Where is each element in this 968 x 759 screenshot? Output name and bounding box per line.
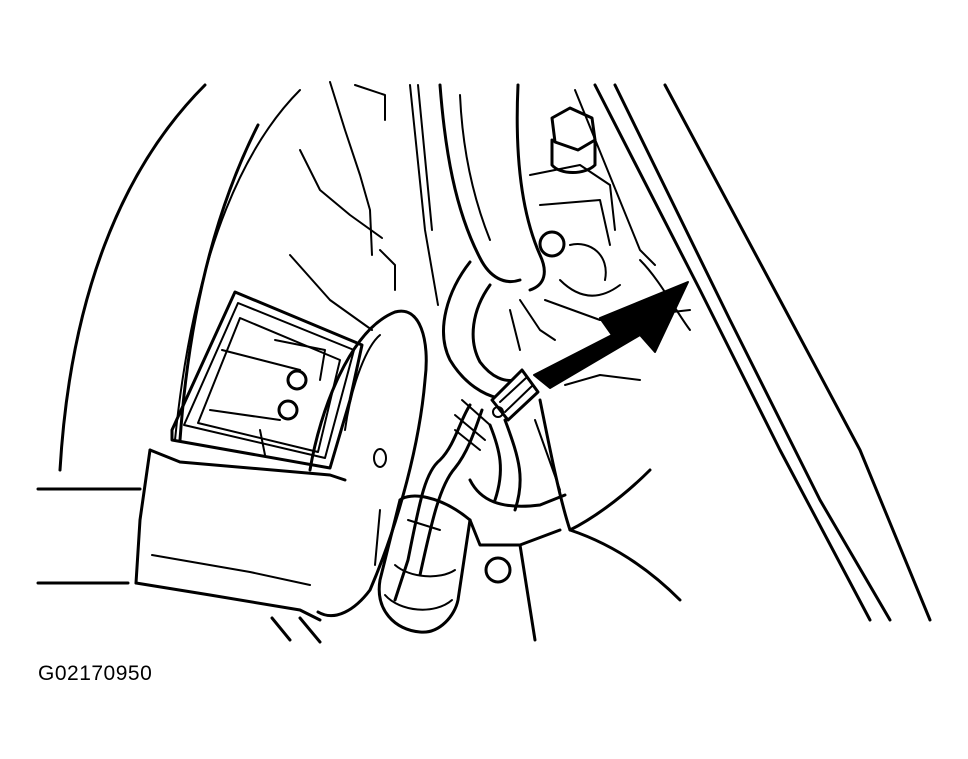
bolt-head: [550, 106, 597, 174]
callout-arrow-icon: [533, 281, 689, 389]
housing-body: [134, 309, 428, 644]
canister: [374, 494, 472, 634]
vacuum-hose: [442, 260, 517, 400]
module-cover: [170, 290, 364, 470]
electrical-connector: [490, 368, 540, 422]
inner-fender-structure: [289, 81, 439, 331]
lower-structure: [468, 374, 682, 642]
fluid-lines: [393, 399, 522, 602]
fender-arch: [58, 83, 301, 472]
right-body-lines: [574, 83, 932, 622]
large-hose: [438, 83, 546, 292]
figure-id-label: G02170950: [38, 662, 153, 685]
left-edge-lines: [36, 487, 142, 585]
hose-clamp-area: [509, 299, 556, 351]
